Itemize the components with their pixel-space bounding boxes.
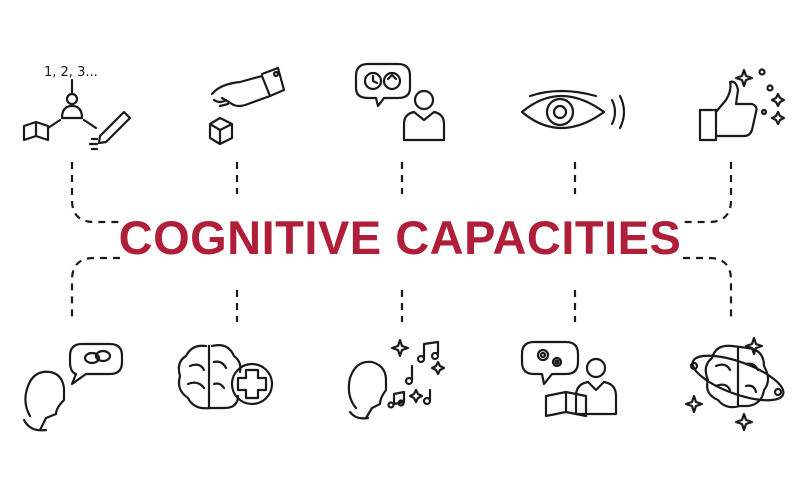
eye-perception-icon bbox=[520, 89, 626, 130]
speech-person-icon bbox=[22, 342, 124, 432]
connector-top-1 bbox=[70, 162, 120, 224]
connector-bottom-1 bbox=[70, 256, 120, 322]
time-thinking-person-icon bbox=[354, 62, 446, 142]
brain-plus-icon bbox=[177, 344, 274, 410]
thumbs-up-sparkle-icon bbox=[698, 68, 786, 142]
connector-top-5 bbox=[683, 162, 733, 224]
hand-block-icon bbox=[208, 66, 286, 146]
connector-bottom-5 bbox=[683, 256, 733, 322]
sequence-label: 1, 2, 3... bbox=[44, 65, 98, 80]
sequence-learning-icon: 1, 2, 3... bbox=[22, 65, 132, 151]
page-title: COGNITIVE CAPACITIES bbox=[118, 211, 682, 264]
brain-orbit-sparkle-icon bbox=[684, 336, 785, 432]
music-person-icon bbox=[347, 338, 446, 420]
reading-gears-person-icon bbox=[520, 340, 618, 418]
connectors bbox=[70, 162, 733, 322]
